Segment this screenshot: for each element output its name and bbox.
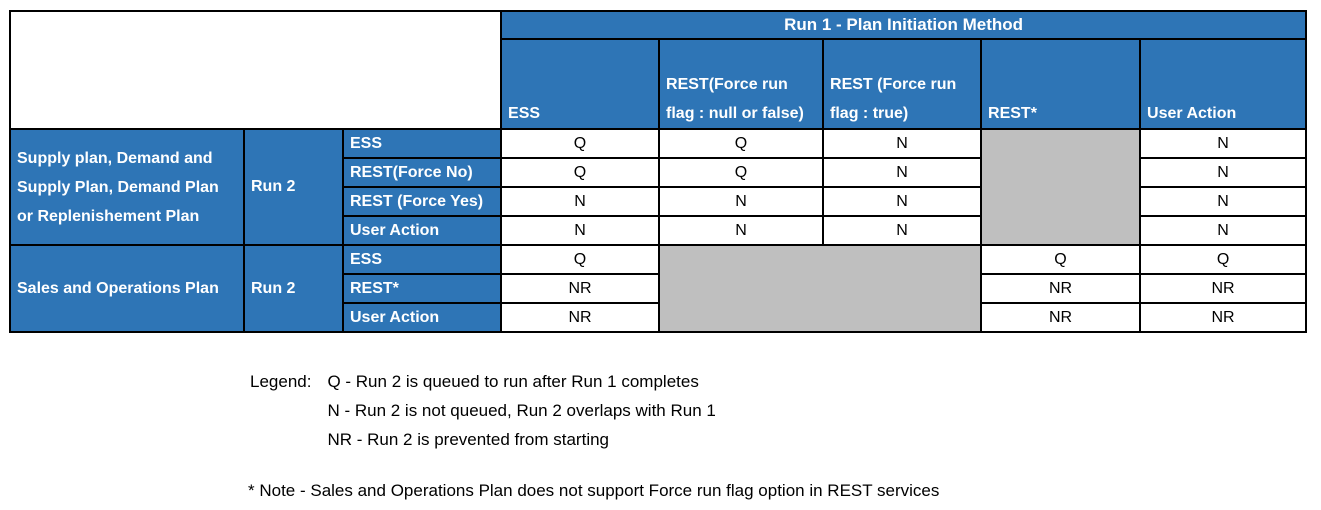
col-header-rest-true: REST (Force run flag : true) [822, 38, 983, 130]
col-header-ess: ESS [500, 38, 661, 130]
matrix-cell: Q [658, 157, 825, 188]
matrix-cell: Q [500, 244, 661, 275]
legend-item-n: N - Run 2 is not queued, Run 2 overlaps … [327, 401, 716, 420]
row-header-rest-star-sales: REST* [341, 273, 503, 304]
matrix-cell: NR [500, 302, 661, 333]
matrix-cell: N [1139, 157, 1308, 188]
matrix-cell: N [1139, 128, 1308, 159]
matrix-cell: Q [980, 244, 1142, 275]
plan-group-supply: Supply plan, Demand and Supply Plan, Dem… [9, 128, 245, 246]
col-header-user-action: User Action [1139, 38, 1308, 130]
run1-plan-initiation-header: Run 1 - Plan Initiation Method [500, 10, 1308, 40]
blocked-cell-rest-star-group1 [980, 128, 1142, 246]
matrix-cell: N [822, 186, 983, 217]
matrix-cell: N [658, 215, 825, 246]
matrix-cell: Q [658, 128, 825, 159]
matrix-cell: N [500, 186, 661, 217]
legend: Legend: Q - Run 2 is queued to run after… [250, 367, 1321, 454]
matrix-cell: N [822, 215, 983, 246]
matrix-cell: N [822, 157, 983, 188]
matrix-cell: NR [1139, 302, 1308, 333]
matrix-cell: N [500, 215, 661, 246]
plan-group-sales: Sales and Operations Plan [9, 244, 245, 333]
row-header-user-action-sales: User Action [341, 302, 503, 333]
row-header-ess: ESS [341, 128, 503, 159]
row-header-ess-sales: ESS [341, 244, 503, 275]
matrix-cell: N [1139, 215, 1308, 246]
matrix-cell: N [658, 186, 825, 217]
col-header-rest-star: REST* [980, 38, 1142, 130]
run-conflict-matrix-table: Run 1 - Plan Initiation Method ESS REST(… [8, 10, 1308, 333]
footnote: * Note - Sales and Operations Plan does … [248, 481, 940, 500]
matrix-cell: NR [500, 273, 661, 304]
matrix-cell: Q [500, 128, 661, 159]
legend-items: Q - Run 2 is queued to run after Run 1 c… [327, 367, 715, 454]
matrix-cell: Q [1139, 244, 1308, 275]
corner-empty-cell [8, 10, 503, 130]
row-header-rest-force-no: REST(Force No) [341, 157, 503, 188]
legend-item-nr: NR - Run 2 is prevented from starting [327, 430, 610, 449]
blocked-cell-rest-flags-group2 [658, 244, 983, 333]
run2-label-supply: Run 2 [243, 128, 344, 246]
legend-label: Legend: [250, 372, 312, 391]
matrix-cell: NR [980, 302, 1142, 333]
legend-item-q: Q - Run 2 is queued to run after Run 1 c… [327, 372, 699, 391]
matrix-cell: NR [1139, 273, 1308, 304]
row-header-rest-force-yes: REST (Force Yes) [341, 186, 503, 217]
matrix-cell: NR [980, 273, 1142, 304]
matrix-cell: N [1139, 186, 1308, 217]
row-header-user-action: User Action [341, 215, 503, 246]
col-header-rest-null-false: REST(Force run flag : null or false) [658, 38, 825, 130]
run2-label-sales: Run 2 [243, 244, 344, 333]
matrix-cell: N [822, 128, 983, 159]
matrix-cell: Q [500, 157, 661, 188]
